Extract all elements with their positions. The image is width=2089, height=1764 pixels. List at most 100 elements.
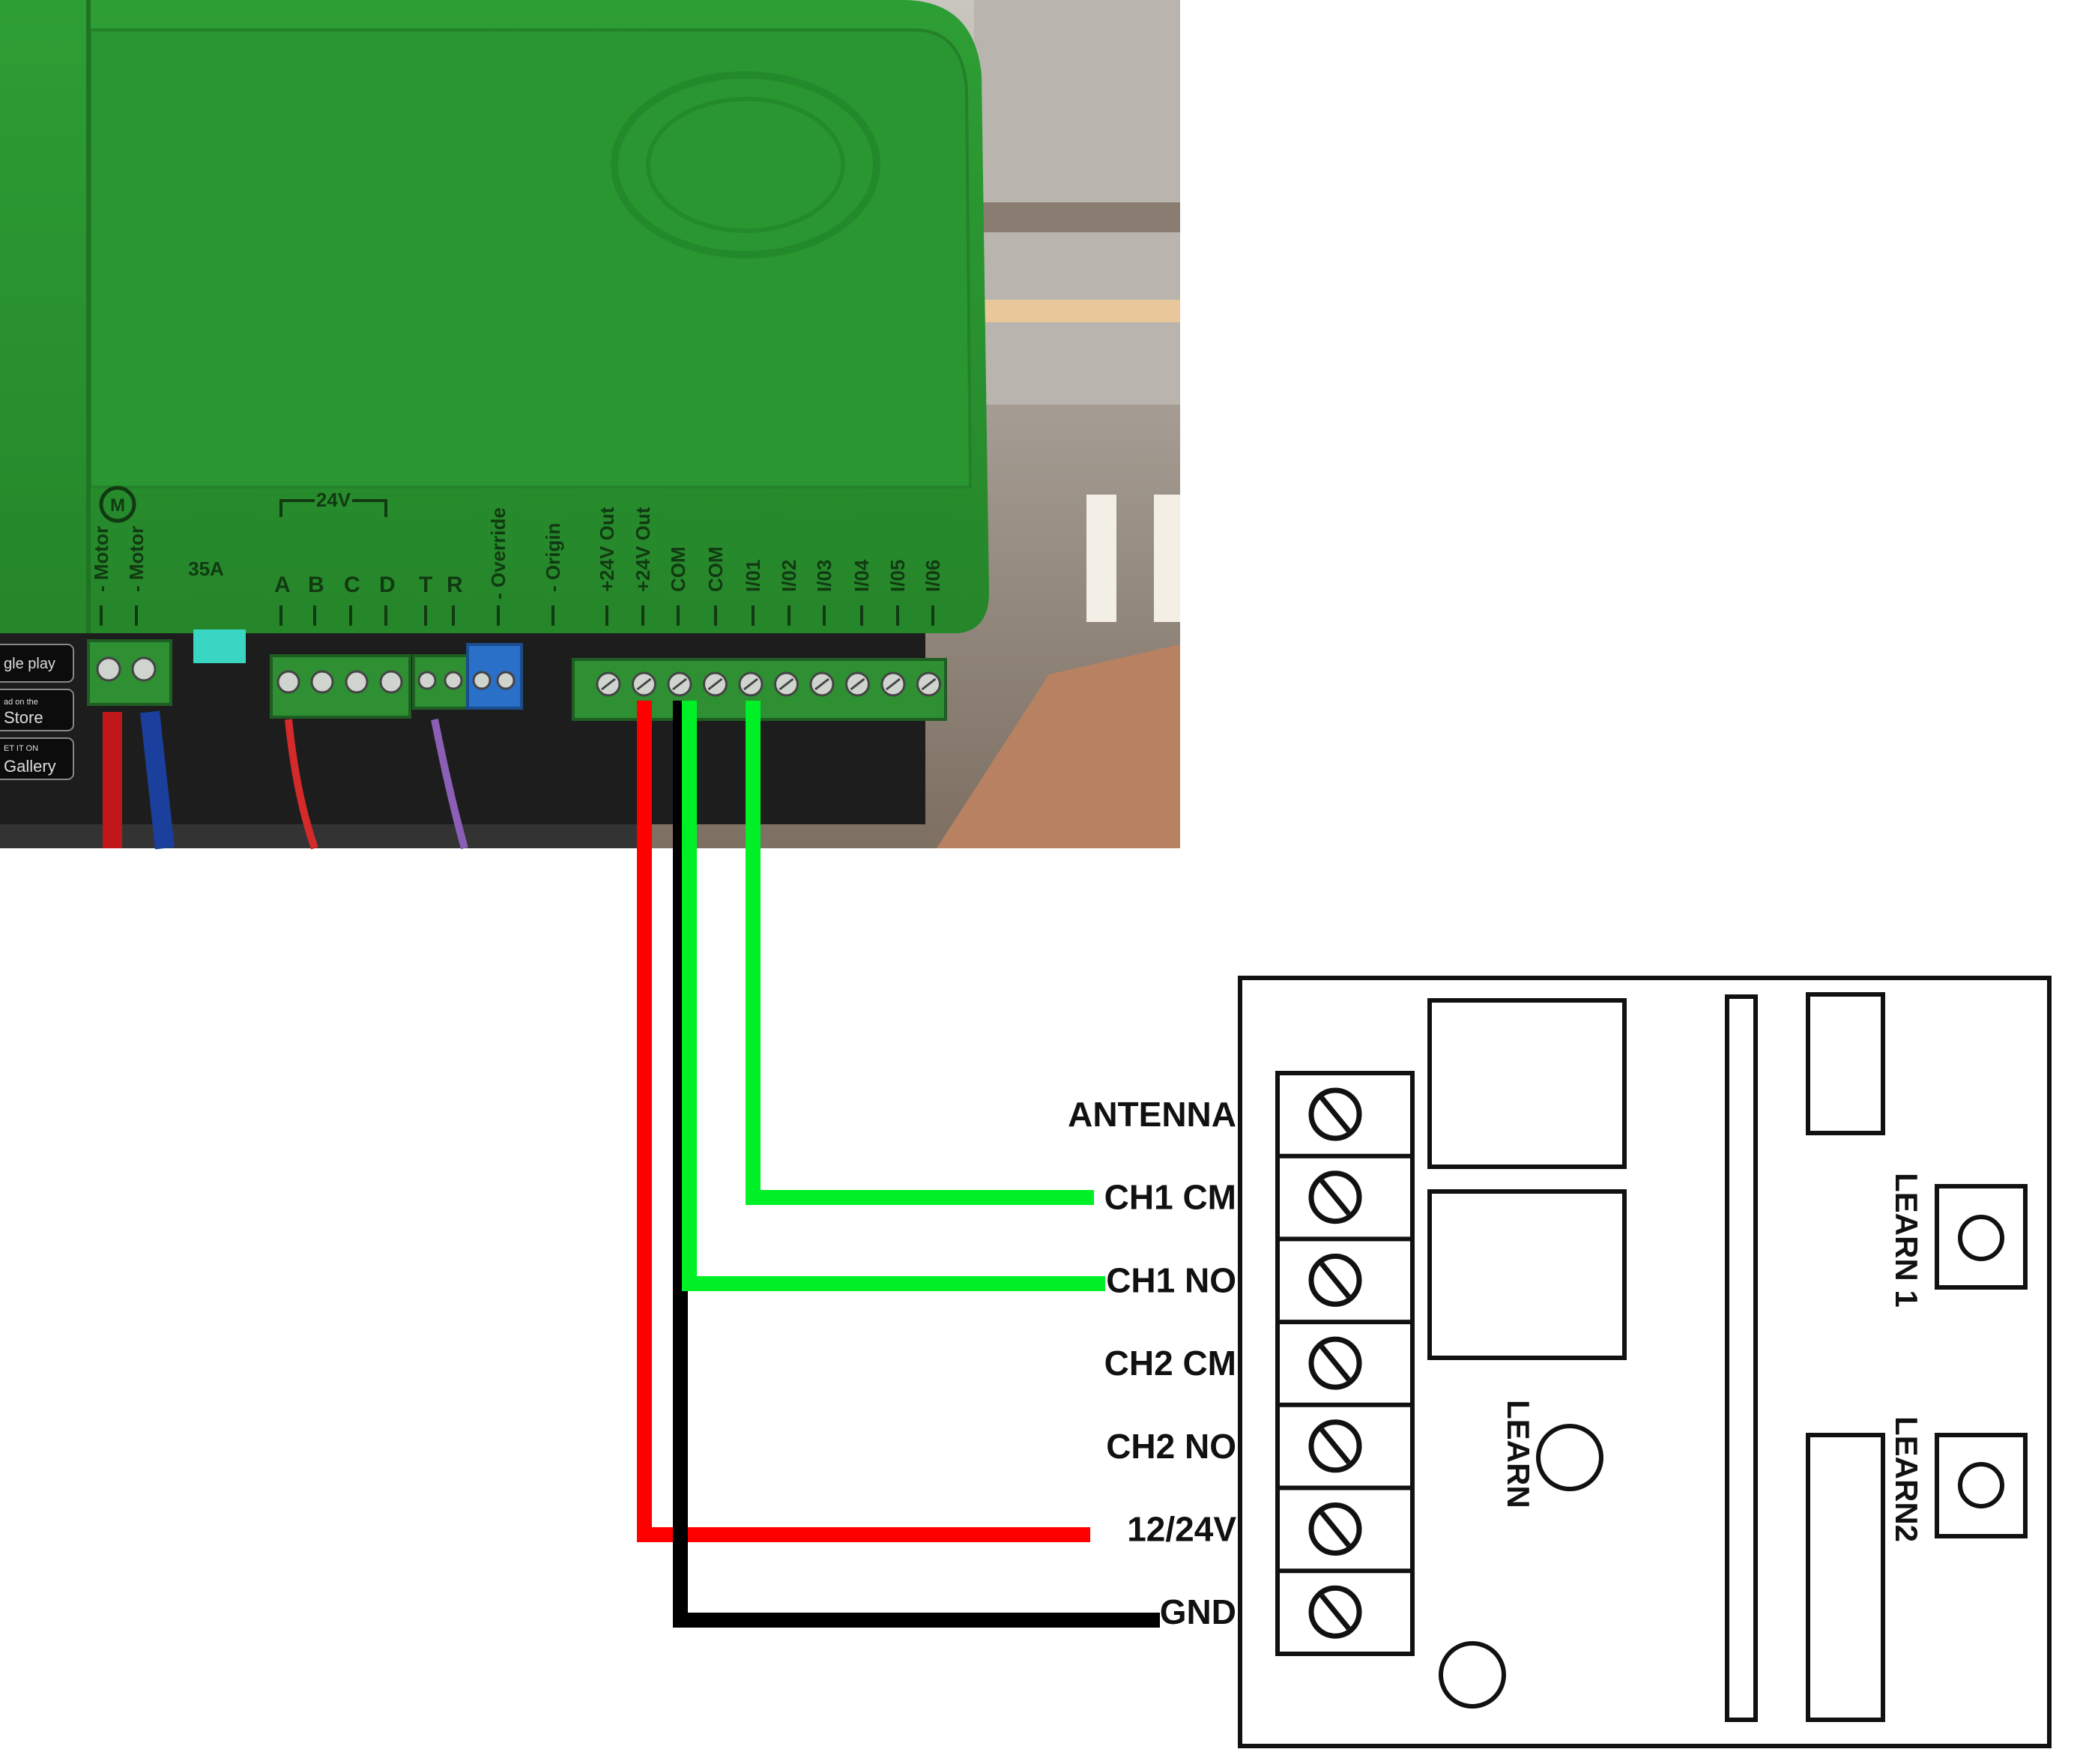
controller-label-12: COM — [667, 546, 689, 592]
terminal-screw-5 — [1308, 1502, 1362, 1556]
terminal-screw-slot — [1319, 1511, 1351, 1547]
controller-label-1: - Motor — [125, 526, 148, 592]
supply-label: 24V — [316, 489, 351, 511]
learn2-label: LEARN2 — [1889, 1416, 1924, 1542]
fuse-label: 35A — [188, 558, 224, 580]
indicator-led — [1439, 1641, 1506, 1709]
terminal-screw-2 — [1308, 1253, 1362, 1307]
wire-ch1-cm-green — [746, 701, 1094, 1205]
io-screw-slot — [886, 677, 901, 691]
terminal-label-5: 12/24V — [1127, 1510, 1236, 1549]
terminal-screw-slot — [1319, 1262, 1351, 1299]
base-shadow — [0, 824, 644, 848]
tr-terminal-block — [412, 654, 469, 710]
terminal-label-3: CH2 CM — [1104, 1344, 1236, 1383]
wire-24v-red — [637, 701, 1090, 1542]
app-store-badge: Store — [4, 708, 43, 727]
wire-gnd-black — [673, 701, 1160, 1628]
io-screw-slot — [707, 677, 723, 691]
controller-label-15: I/02 — [778, 560, 800, 592]
io-terminal-screws — [596, 671, 941, 697]
terminal-label-4: CH2 NO — [1106, 1427, 1236, 1466]
terminal-screw-slot — [1319, 1428, 1351, 1465]
app-store-badges: gle play ad on the Store ET IT ON Galler… — [0, 644, 74, 780]
app-gallery-badge: Gallery — [4, 757, 56, 776]
io-screw-slot — [814, 677, 829, 691]
controller-label-16: I/03 — [813, 560, 835, 592]
logo-emblem — [611, 71, 880, 259]
io-screw-slot — [636, 677, 652, 691]
receiver-terminals — [1278, 1087, 1412, 1639]
controller-label-6: T — [419, 573, 432, 597]
terminal-label-0: ANTENNA — [1068, 1095, 1236, 1134]
controller-label-14: I/01 — [742, 560, 764, 592]
terminal-screw-0 — [1308, 1087, 1362, 1141]
controller-label-2: A — [274, 573, 291, 597]
learn2-button[interactable] — [1935, 1433, 2028, 1538]
terminal-screw-6 — [1308, 1585, 1362, 1639]
io-screw-slot — [921, 677, 937, 691]
controller-label-10: +24V Out — [596, 507, 618, 592]
terminal-label-6: GND — [1160, 1592, 1236, 1631]
cable-red-small — [285, 719, 318, 850]
controller-label-9: - Origin — [542, 523, 564, 592]
receiver-terminal-strip — [1275, 1071, 1415, 1656]
motor-icon — [99, 486, 136, 523]
io-screw-slot — [672, 677, 687, 691]
component-bottom — [1806, 1433, 1885, 1722]
component-top — [1806, 992, 1885, 1135]
fuse — [193, 629, 246, 663]
controller-label-0: - Motor — [90, 526, 112, 592]
relay-2 — [1427, 1189, 1627, 1360]
terminal-screw-slot — [1319, 1593, 1351, 1631]
io-screw-slot — [601, 677, 616, 691]
terminal-screw-slot — [1319, 1096, 1351, 1133]
controller-label-5: D — [379, 573, 396, 597]
controller-label-7: R — [447, 573, 463, 597]
receiver-terminal-labels: ANTENNA CH1 CM CH1 NO CH2 CM CH2 NO 12/24V GND — [1068, 1095, 1236, 1631]
hand — [937, 644, 1180, 848]
receiver-module: ANTENNA CH1 CM CH1 NO CH2 CM CH2 NO 12/24V GND… — [1068, 976, 2052, 1748]
google-play-badge: gle play — [4, 656, 55, 672]
motor-terminal-block — [87, 639, 172, 706]
controller-label-18: I/05 — [886, 560, 909, 592]
controller-label-17: I/04 — [850, 559, 873, 592]
learn1-button[interactable] — [1935, 1184, 2028, 1290]
controller-label-8: - Override — [487, 507, 510, 599]
controller-label-11: +24V Out — [632, 507, 654, 592]
rail — [982, 202, 1180, 232]
learn-label: LEARN — [1501, 1400, 1536, 1508]
terminal-screw-slot — [1319, 1344, 1351, 1382]
relay-1 — [1427, 998, 1627, 1169]
floor-marking — [1086, 495, 1116, 622]
supply-bracket — [279, 499, 387, 517]
terminal-screw-3 — [1308, 1336, 1362, 1390]
cable-purple — [431, 719, 468, 850]
controller-label-13: COM — [704, 546, 727, 592]
controller-label-19: I/06 — [922, 560, 944, 592]
logo-emblem-inner — [646, 97, 845, 233]
app-gallery-badge-caption: ET IT ON — [4, 744, 38, 753]
terminal-screw-1 — [1308, 1171, 1362, 1224]
terminal-screw-4 — [1308, 1419, 1362, 1473]
io-screw-slot — [850, 677, 865, 691]
receiver-bar — [1725, 994, 1758, 1722]
override-terminal-block — [466, 643, 523, 710]
terminal-screw-slot — [1319, 1179, 1351, 1215]
learn2-button-cap — [1958, 1462, 2004, 1508]
learn1-button-cap — [1958, 1215, 2004, 1261]
io-screw-slot — [779, 677, 794, 691]
io-screw-slot — [743, 677, 758, 691]
input-terminal-block-abcd — [270, 654, 411, 719]
terminal-label-2: CH1 NO — [1106, 1260, 1236, 1299]
terminal-label-1: CH1 CM — [1104, 1178, 1236, 1217]
app-store-badge-caption: ad on the — [4, 698, 38, 707]
housing-lid — [88, 28, 973, 489]
io-terminal-block — [572, 658, 947, 721]
floor-marking-2 — [1154, 495, 1180, 622]
learn1-label: LEARN 1 — [1889, 1173, 1924, 1308]
motor-cable-blue — [140, 710, 175, 850]
rail-highlight — [982, 300, 1180, 322]
